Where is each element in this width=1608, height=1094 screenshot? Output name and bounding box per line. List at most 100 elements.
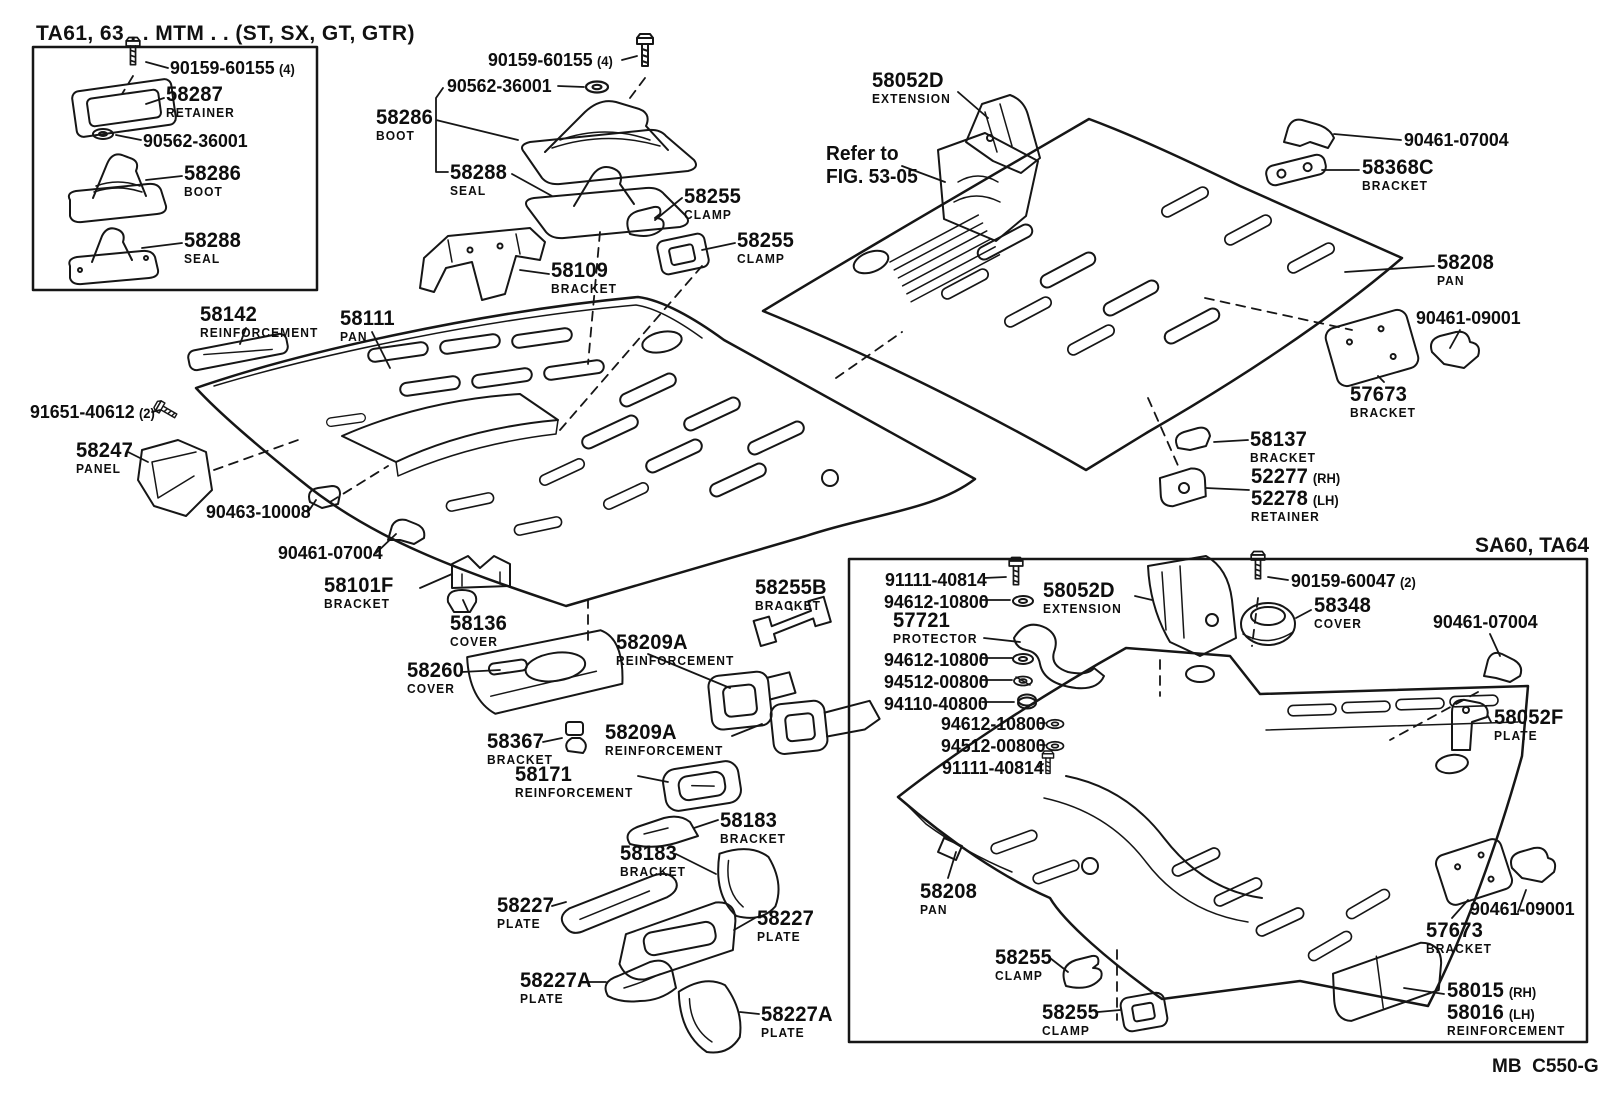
part-desc: PAN [920, 902, 948, 917]
part-qty: (2) [138, 406, 155, 421]
part-number: 94512-00800 [884, 671, 989, 692]
part-number: 58208 [920, 880, 978, 903]
part-desc: PROTECTOR [893, 631, 978, 646]
part-number: 58137 [1250, 428, 1308, 451]
part-number: 58136 [450, 612, 508, 635]
part-label-94512-00800-1: 94512-00800 [884, 672, 989, 693]
part-label-90463-10008: 90463-10008 [206, 502, 311, 523]
left-small-parts-art [137, 332, 881, 1054]
page-title: TA61, 63 . . MTM . . (ST, SX, GT, GTR) [36, 22, 415, 45]
part-label-94110-40800: 94110-40800 [884, 694, 988, 715]
part-desc: PLATE [761, 1025, 805, 1040]
part-qty: (4) [596, 54, 613, 69]
part-number: 58255 [995, 946, 1053, 969]
part-number: 94612-10800 [941, 713, 1046, 734]
part-label-90562-36001-inset: 90562-36001 [143, 131, 248, 152]
part-desc: RETAINER [1251, 509, 1320, 524]
part-desc: EXTENSION [1043, 601, 1122, 616]
part-number: 52277 [1251, 465, 1309, 488]
part-number: 90461-07004 [278, 542, 383, 563]
part-number: 58227A [761, 1003, 833, 1026]
part-label-94512-00800-2: 94512-00800 [941, 736, 1046, 757]
left-floor-pan-art [194, 295, 977, 608]
part-desc: BRACKET [755, 598, 822, 613]
part-number: 58183 [620, 842, 678, 865]
part-number: 58286 [184, 162, 242, 185]
part-desc: COVER [450, 634, 498, 649]
part-desc: CLAMP [684, 207, 732, 222]
part-number: 58111 [340, 307, 395, 330]
part-number: 90461-07004 [1433, 611, 1538, 632]
part-desc: BRACKET [1350, 405, 1417, 420]
part-desc: BOOT [376, 128, 415, 143]
part-number: 90159-60047 [1291, 570, 1396, 591]
part-desc: EXTENSION [872, 91, 951, 106]
part-number: 94110-40800 [884, 693, 988, 714]
part-label-90461-09001-sa60: 90461-09001 [1470, 899, 1575, 920]
sa60-ta64-box [847, 557, 1589, 1044]
part-number: 58109 [551, 259, 609, 282]
part-number: 58209A [616, 631, 688, 654]
part-label-90159-60047: 90159-60047 (2) [1291, 571, 1416, 592]
part-desc: RETAINER [166, 105, 235, 120]
part-desc: REINFORCEMENT [1447, 1023, 1566, 1038]
part-number: 58052D [872, 69, 944, 92]
part-number: 91651-40612 [30, 401, 135, 422]
variant-label: SA60, TA64 [1475, 534, 1589, 557]
part-number: 58288 [450, 161, 508, 184]
part-desc: BRACKET [620, 864, 687, 879]
part-number: 58287 [166, 83, 224, 106]
part-label-94612-10800-3: 94612-10800 [941, 714, 1046, 735]
part-number: 94512-00800 [941, 735, 1046, 756]
part-desc: PAN [340, 329, 368, 344]
part-label-91111-40814-2: 91111-40814 [942, 758, 1044, 779]
part-number: 58015 [1447, 979, 1505, 1002]
part-number: 58255 [1042, 1001, 1100, 1024]
leader-lines [115, 55, 1527, 1015]
part-desc: SEAL [450, 183, 487, 198]
part-label-52277-52278-retainer: 52277(RH) 52278(LH) RETAINER [1251, 466, 1340, 524]
part-desc: PLATE [1494, 728, 1538, 743]
part-number: 90562-36001 [447, 75, 552, 96]
part-side: (RH) [1508, 985, 1537, 1000]
part-desc: COVER [1314, 616, 1362, 631]
part-number: 90159-60155 [170, 57, 275, 78]
part-number: 90461-09001 [1416, 307, 1521, 328]
part-number: 90159-60155 [488, 49, 593, 70]
part-number: 94612-10800 [884, 591, 989, 612]
part-number: 58142 [200, 303, 258, 326]
part-qty: (2) [1399, 575, 1416, 590]
part-label-90159-60155: 90159-60155 (4) [488, 50, 613, 71]
part-number: 58255 [737, 229, 795, 252]
part-desc: BRACKET [551, 281, 618, 296]
mtm-inset-box [31, 45, 319, 292]
